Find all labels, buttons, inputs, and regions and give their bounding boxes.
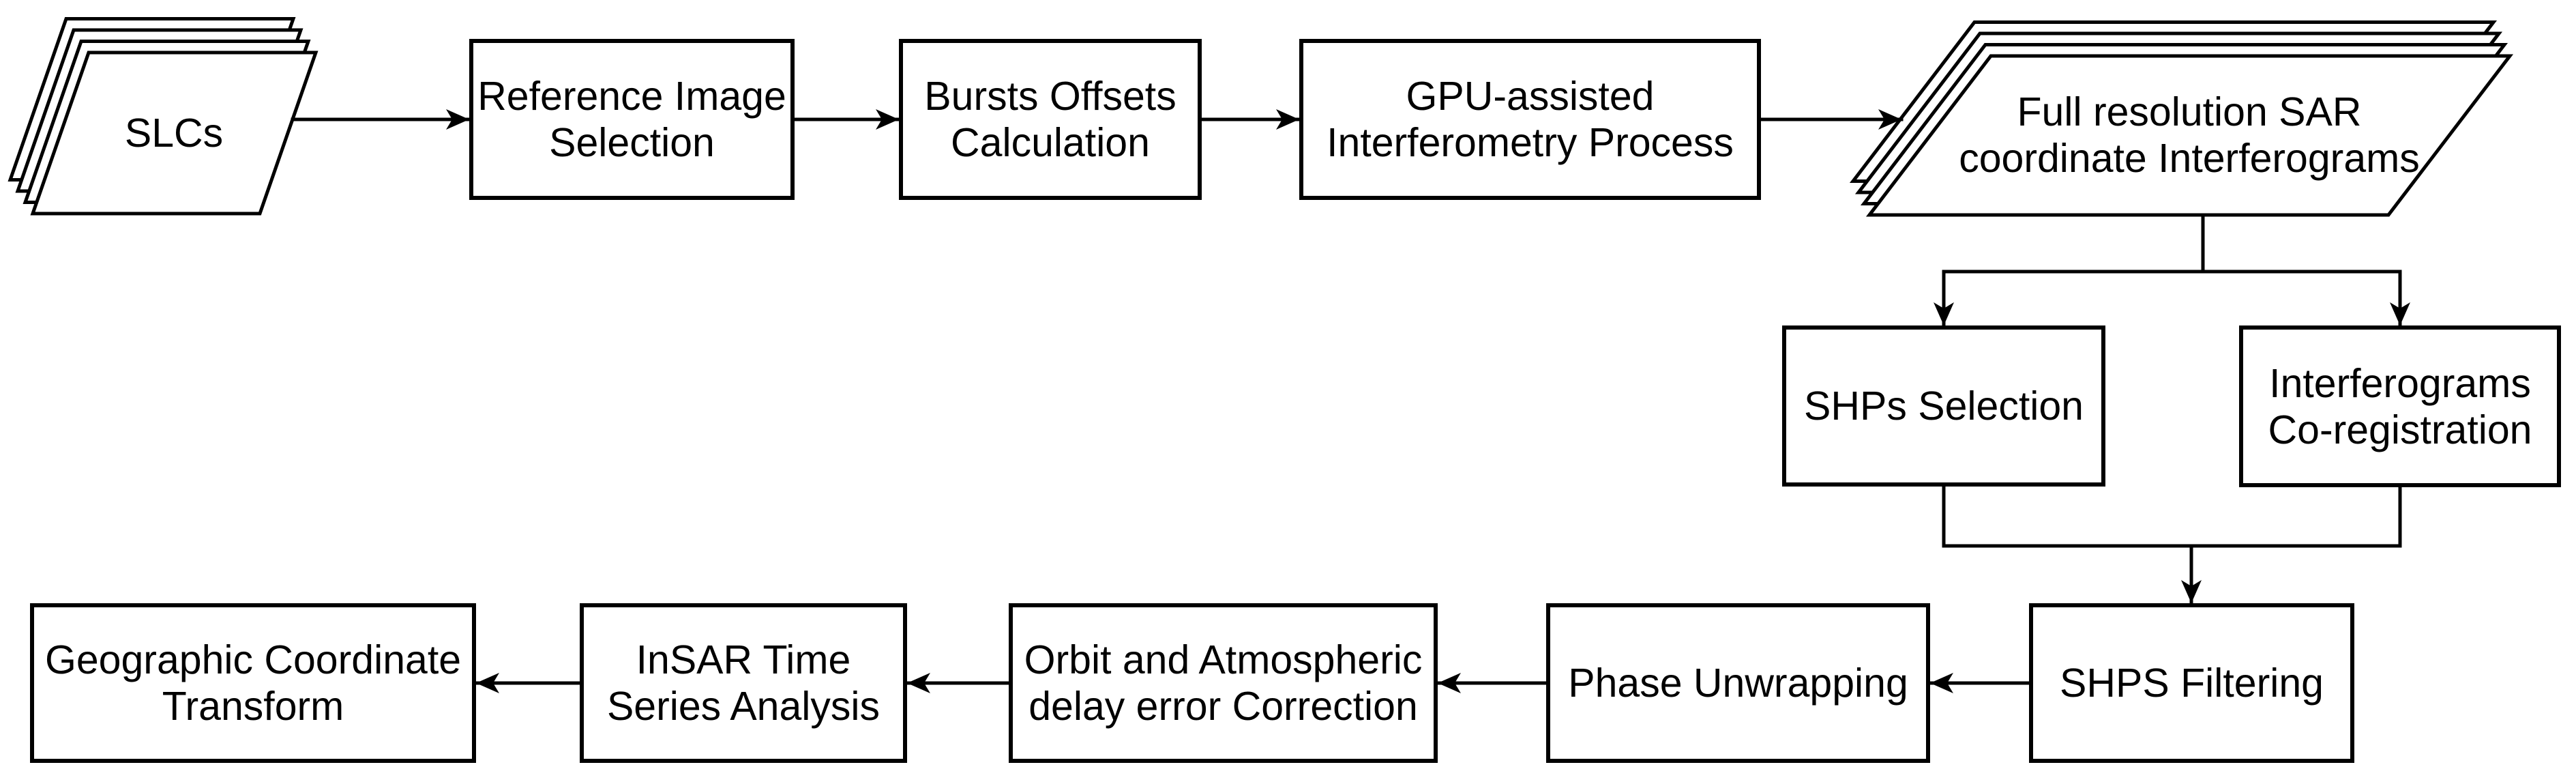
slcs-sheet-front [30,50,319,216]
node-orbit-atmospheric-correction-label: Orbit and Atmospheric delay error Correc… [1024,637,1423,729]
interferograms-stack [1849,20,2514,217]
node-bursts-offsets-calculation: Bursts Offsets Calculation [899,39,1202,200]
node-reference-image-selection: Reference Image Selection [469,39,795,200]
node-insar-time-series-analysis-label: InSAR Time Series Analysis [606,637,880,729]
node-gpu-interferometry-process-label: GPU-assisted Interferometry Process [1327,74,1734,165]
node-orbit-atmospheric-correction: Orbit and Atmospheric delay error Correc… [1009,603,1438,763]
node-shps-filtering-label: SHPS Filtering [2060,661,2324,706]
node-phase-unwrapping: Phase Unwrapping [1546,603,1930,763]
node-gpu-interferometry-process: GPU-assisted Interferometry Process [1299,39,1761,200]
slcs-stack [8,17,319,216]
node-interferograms-coregistration-label: Interferograms Co-registration [2268,360,2532,452]
node-shps-filtering: SHPS Filtering [2029,603,2354,763]
node-shps-selection-label: SHPs Selection [1804,383,2084,429]
node-bursts-offsets-calculation-label: Bursts Offsets Calculation [924,74,1176,165]
node-shps-selection: SHPs Selection [1782,325,2105,487]
node-phase-unwrapping-label: Phase Unwrapping [1568,661,1908,706]
node-geographic-coordinate-transform-label: Geographic Coordinate Transform [44,637,462,729]
interferograms-sheet-front [1865,54,2514,217]
node-insar-time-series-analysis: InSAR Time Series Analysis [580,603,907,763]
node-interferograms-coregistration: Interferograms Co-registration [2239,325,2561,487]
node-geographic-coordinate-transform: Geographic Coordinate Transform [30,603,476,763]
node-reference-image-selection-label: Reference Image Selection [477,74,786,165]
